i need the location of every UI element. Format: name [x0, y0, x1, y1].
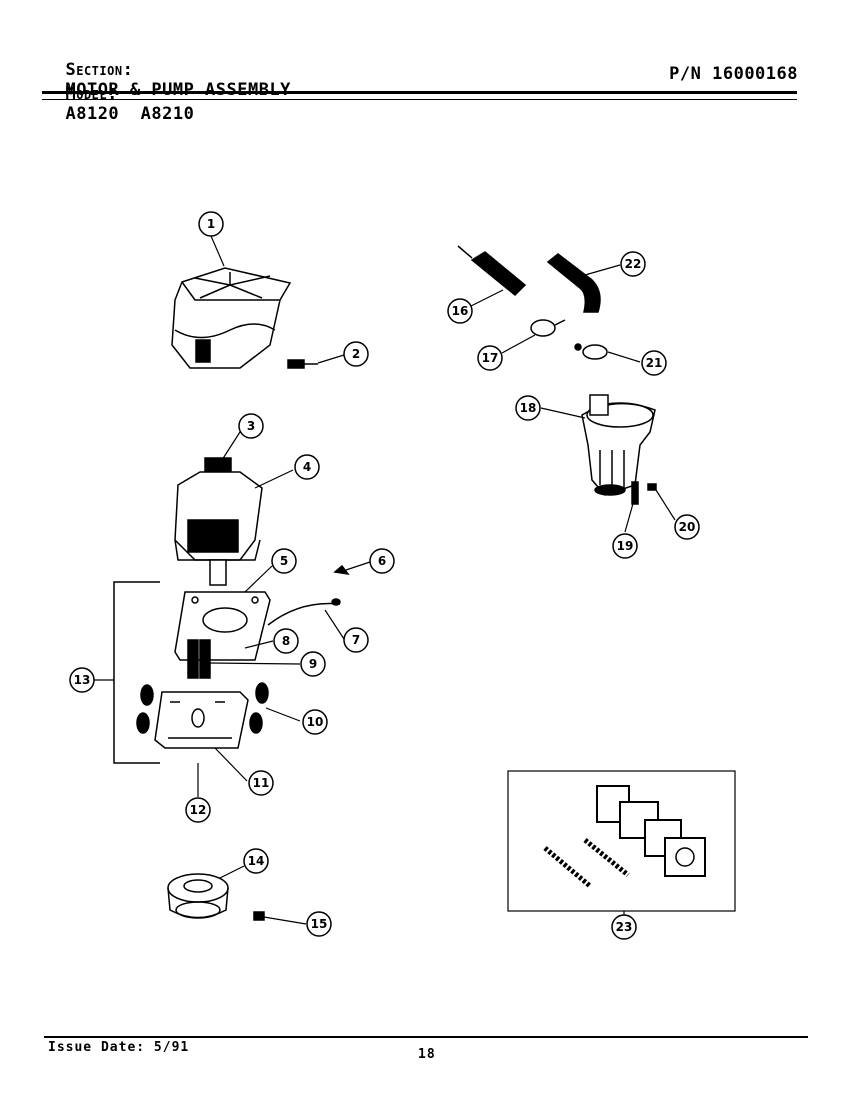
model-value: A8120 A8210: [65, 104, 195, 124]
group-bracket: [113, 581, 160, 764]
hose-elbow-part: [546, 253, 601, 313]
svg-text:2: 2: [352, 347, 360, 361]
callout-13: 13: [69, 667, 95, 693]
kit-box: [507, 770, 736, 912]
callout-22: 22: [620, 251, 646, 277]
footer-rule: [44, 1036, 808, 1038]
svg-text:22: 22: [625, 257, 642, 271]
svg-text:19: 19: [617, 539, 634, 553]
leader-lines: [94, 235, 676, 925]
callout-10: 10: [302, 709, 328, 735]
header-rule-thick: [42, 91, 797, 94]
section-label: Section:: [65, 60, 134, 80]
callout-8: 8: [273, 628, 299, 654]
callout-20: 20: [674, 514, 700, 540]
callout-9: 9: [300, 651, 326, 677]
bumper-part: [136, 682, 269, 734]
callout-16: 16: [447, 298, 473, 324]
page-number: 18: [418, 1047, 436, 1062]
callout-21: 21: [641, 350, 667, 376]
pulley-part: [167, 873, 265, 921]
svg-text:23: 23: [616, 920, 633, 934]
svg-text:8: 8: [282, 634, 290, 648]
callout-1: 1: [198, 211, 224, 237]
callout-2: 2: [343, 341, 369, 367]
svg-text:3: 3: [247, 419, 255, 433]
callout-14: 14: [243, 848, 269, 874]
callout-5: 5: [271, 548, 297, 574]
svg-text:13: 13: [74, 673, 91, 687]
svg-text:7: 7: [352, 633, 360, 647]
svg-text:1: 1: [207, 217, 215, 231]
svg-text:5: 5: [280, 554, 288, 568]
callout-12: 12: [185, 797, 211, 823]
svg-text:9: 9: [309, 657, 317, 671]
svg-text:21: 21: [646, 356, 663, 370]
svg-text:11: 11: [253, 776, 270, 790]
svg-text:6: 6: [378, 554, 386, 568]
svg-text:18: 18: [520, 401, 537, 415]
base-frame-part: [154, 691, 249, 749]
callouts: 1 2 3 4 5 6 7 8 9 10 11 12 13 14 15 16 1…: [69, 211, 700, 940]
svg-text:20: 20: [679, 520, 696, 534]
clamp-part: [530, 319, 566, 337]
pump-part: [581, 394, 656, 496]
svg-text:14: 14: [248, 854, 265, 868]
part-number: P/N 16000168: [669, 64, 798, 84]
spring-part: [187, 639, 211, 679]
section-value: MOTOR & PUMP ASSEMBLY: [65, 80, 291, 100]
callout-11: 11: [248, 770, 274, 796]
svg-text:15: 15: [311, 917, 328, 931]
callout-17: 17: [477, 345, 503, 371]
callout-15: 15: [306, 911, 332, 937]
callout-7: 7: [343, 627, 369, 653]
callout-18: 18: [515, 395, 541, 421]
header-rule-thin: [42, 99, 797, 100]
clamp-small-part: [574, 343, 608, 360]
screw-part: [287, 359, 318, 369]
callout-6: 6: [369, 548, 395, 574]
svg-text:4: 4: [303, 460, 311, 474]
svg-text:12: 12: [190, 803, 207, 817]
hose-part: [457, 245, 527, 297]
callout-4: 4: [294, 454, 320, 480]
callout-3: 3: [238, 413, 264, 439]
section-line: Section: MOTOR & PUMP ASSEMBLY: [44, 40, 291, 100]
svg-text:16: 16: [452, 304, 469, 318]
motor-cover-part: [171, 267, 292, 369]
callout-19: 19: [612, 533, 638, 559]
svg-text:10: 10: [307, 715, 324, 729]
callout-23: 23: [611, 914, 637, 940]
pump-screws-part: [631, 481, 657, 505]
svg-text:17: 17: [482, 351, 499, 365]
ground-wire-part: [267, 564, 350, 626]
motor-part: [174, 457, 263, 586]
issue-date: Issue Date: 5/91: [48, 1040, 190, 1055]
